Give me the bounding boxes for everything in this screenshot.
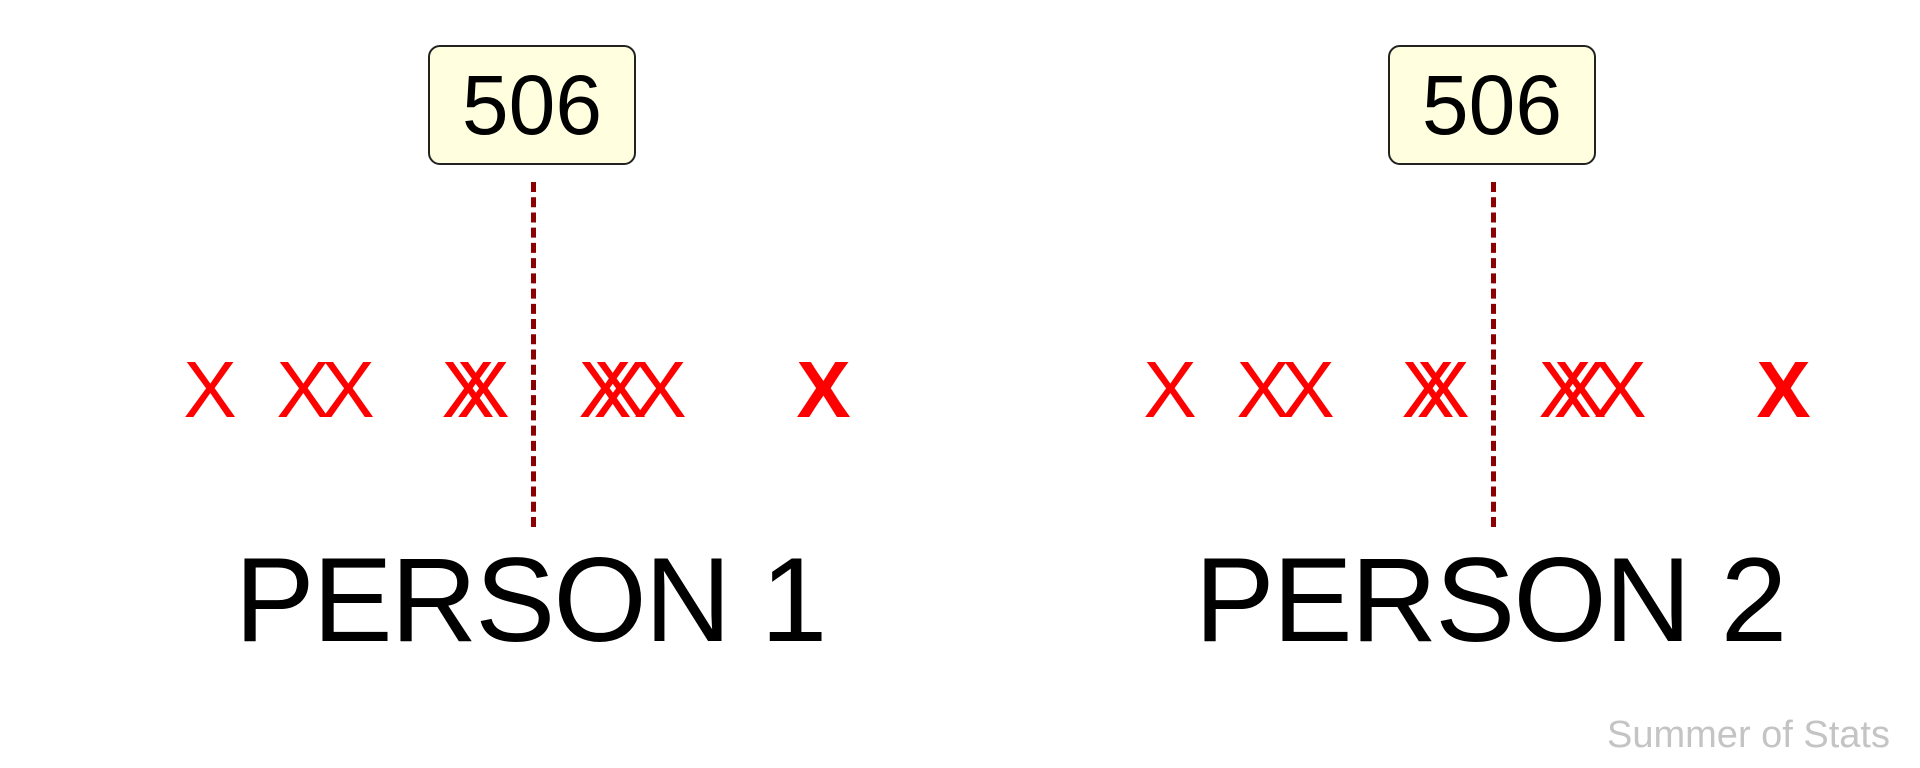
data-point-mark: X xyxy=(798,345,851,434)
data-point-mark: X xyxy=(633,345,686,434)
mean-value-box: 506 xyxy=(428,45,636,165)
data-point-mark: X xyxy=(441,345,494,434)
data-point-mark: X xyxy=(276,345,329,434)
data-point-mark: X xyxy=(1416,345,1469,434)
data-point-mark: X xyxy=(1538,345,1591,434)
data-point-mark: X xyxy=(1401,345,1454,434)
data-point-mark: X xyxy=(1553,345,1606,434)
person-label: PERSON 1 xyxy=(234,533,828,667)
data-point-mark: X xyxy=(1236,345,1289,434)
mean-line xyxy=(531,182,536,527)
person-label: PERSON 2 xyxy=(1194,533,1788,667)
mean-line xyxy=(1491,182,1496,527)
data-point-mark: X xyxy=(1143,345,1196,434)
data-point-mark: X xyxy=(578,345,631,434)
data-point-mark-bold: X xyxy=(796,345,849,434)
data-point-mark-bold: X xyxy=(1756,345,1809,434)
data-point-mark: X xyxy=(1281,345,1334,434)
data-point-mark: X xyxy=(456,345,509,434)
data-point-mark: X xyxy=(1758,345,1811,434)
data-point-mark: X xyxy=(1593,345,1646,434)
data-point-mark: X xyxy=(593,345,646,434)
data-point-mark: X xyxy=(321,345,374,434)
watermark-text: Summer of Stats xyxy=(1607,714,1890,756)
data-point-mark: X xyxy=(183,345,236,434)
mean-value-box: 506 xyxy=(1388,45,1596,165)
